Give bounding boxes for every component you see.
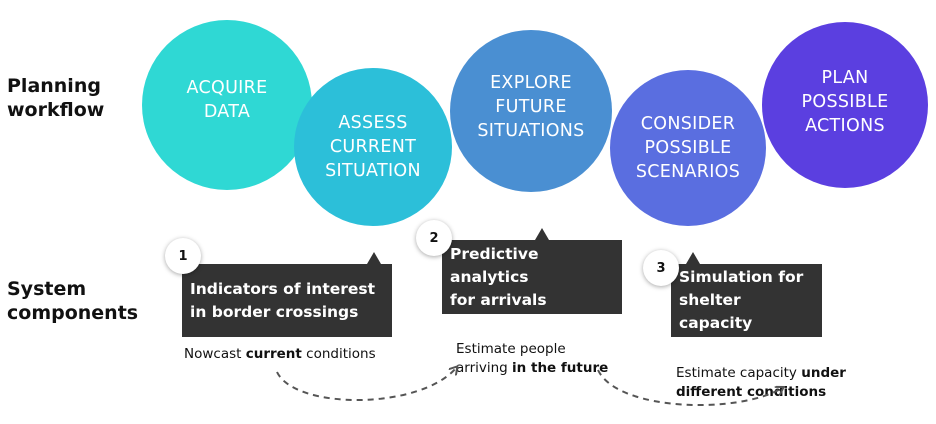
planning-workflow-label: Planning workflow — [7, 75, 105, 121]
step-number-badge: 2 — [416, 220, 452, 256]
pointer-triangle — [686, 252, 700, 264]
description-emphasis: in the future — [512, 360, 609, 376]
system-components-label: System components — [7, 278, 139, 324]
step-number: 2 — [429, 230, 439, 246]
description-emphasis: current — [245, 346, 302, 362]
step-number-badge: 3 — [643, 250, 679, 286]
workflow-step-plan-possible-actions: PLAN POSSIBLE ACTIONS — [762, 22, 928, 188]
workflow-step-label: ACQUIRE DATA — [186, 78, 268, 122]
component-title: Indicators of interest in border crossin… — [190, 279, 376, 321]
workflow-step-label: ASSESS CURRENT SITUATION — [325, 113, 421, 181]
workflow-step-label: PLAN POSSIBLE ACTIONS — [801, 68, 889, 136]
description-text: Estimate people arriving — [456, 341, 566, 376]
step-number: 3 — [656, 260, 666, 276]
step-number-badge: 1 — [165, 238, 201, 274]
component-title: Simulation for shelter capacity — [679, 268, 804, 332]
workflow-step-explore-future-situations: EXPLORE FUTURE SITUATIONS — [450, 30, 612, 192]
workflow-step-acquire-data: ACQUIRE DATA — [142, 20, 312, 190]
step-number: 1 — [178, 248, 188, 264]
dashed-arrow-2-to-3 — [597, 369, 782, 406]
description-text: Estimate capacity — [676, 365, 802, 381]
workflow-step-assess-current-situation: ASSESS CURRENT SITUATION — [294, 68, 452, 226]
component-title: Predictive analytics for arrivals — [450, 244, 547, 309]
dashed-arrow-1-to-2 — [276, 368, 456, 401]
description-text: conditions — [301, 346, 376, 362]
component-box-simulation: Simulation for shelter capacity — [671, 264, 822, 337]
description-text: Nowcast — [184, 346, 246, 362]
pointer-triangle — [367, 252, 381, 264]
component-box-predictive-analytics: Predictive analytics for arrivals — [442, 240, 622, 314]
workflow-step-label: EXPLORE FUTURE SITUATIONS — [477, 73, 585, 141]
pointer-triangle — [535, 228, 549, 240]
component-description: Estimate people arriving in the future — [456, 321, 608, 378]
component-box-indicators: Indicators of interest in border crossin… — [182, 264, 392, 337]
workflow-step-consider-possible-scenarios: CONSIDER POSSIBLE SCENARIOS — [610, 70, 766, 226]
workflow-step-label: CONSIDER POSSIBLE SCENARIOS — [635, 114, 741, 182]
component-description: Nowcast current conditions — [184, 345, 376, 364]
